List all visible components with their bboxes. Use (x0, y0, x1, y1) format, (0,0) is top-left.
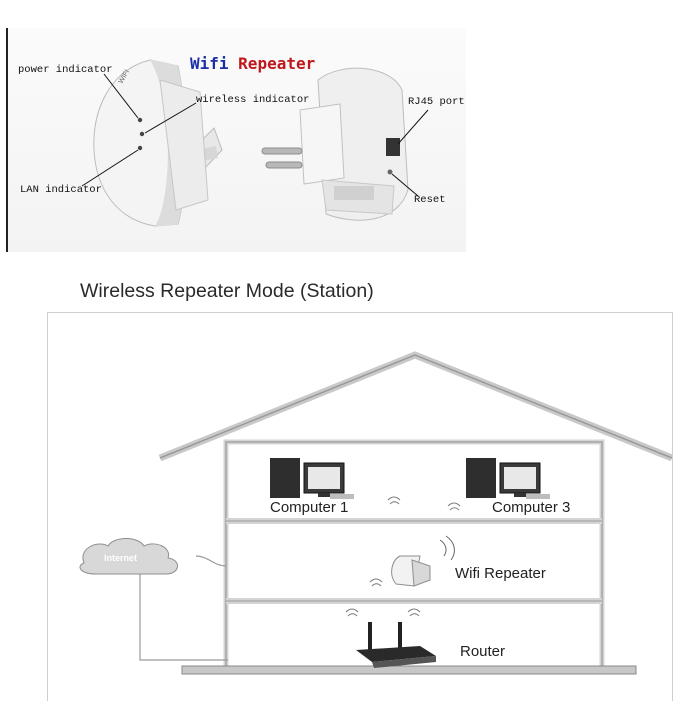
callout-rj45-port: RJ45 port (408, 96, 465, 108)
wifi-repeater-graphic (369, 535, 455, 587)
computer-1-graphic (270, 458, 401, 505)
router-label: Router (460, 643, 506, 660)
internet-label: Internet (104, 553, 138, 563)
router-graphic (345, 608, 436, 668)
wireless-led (139, 131, 145, 137)
computer-1-label: Computer 1 (270, 499, 349, 516)
callout-reset: Reset (414, 194, 446, 206)
rj45-port (386, 138, 400, 156)
house-diagram (139, 351, 674, 675)
internet-cloud (79, 538, 178, 575)
product-title: Wifi Repeater (190, 54, 315, 73)
callout-wireless-indicator: wireless indicator (196, 94, 310, 106)
diagram-title: Wireless Repeater Mode (Station) (80, 280, 374, 302)
wifi-repeater-label: Wifi Repeater (455, 565, 546, 582)
lan-led (137, 145, 143, 151)
power-led (137, 117, 143, 123)
reset-hole (387, 169, 393, 175)
computer-3-label: Computer 3 (492, 499, 571, 516)
title-repeater: Repeater (238, 54, 316, 73)
repeater-front-device: WIFI (81, 59, 223, 227)
repeater-rear-device (261, 67, 429, 221)
computer-3-graphic (447, 458, 550, 511)
callout-lan-indicator: LAN indicator (20, 184, 102, 196)
title-wifi: Wifi (190, 54, 229, 73)
diagram-frame (47, 312, 673, 701)
callout-power-indicator: power indicator (18, 64, 113, 76)
